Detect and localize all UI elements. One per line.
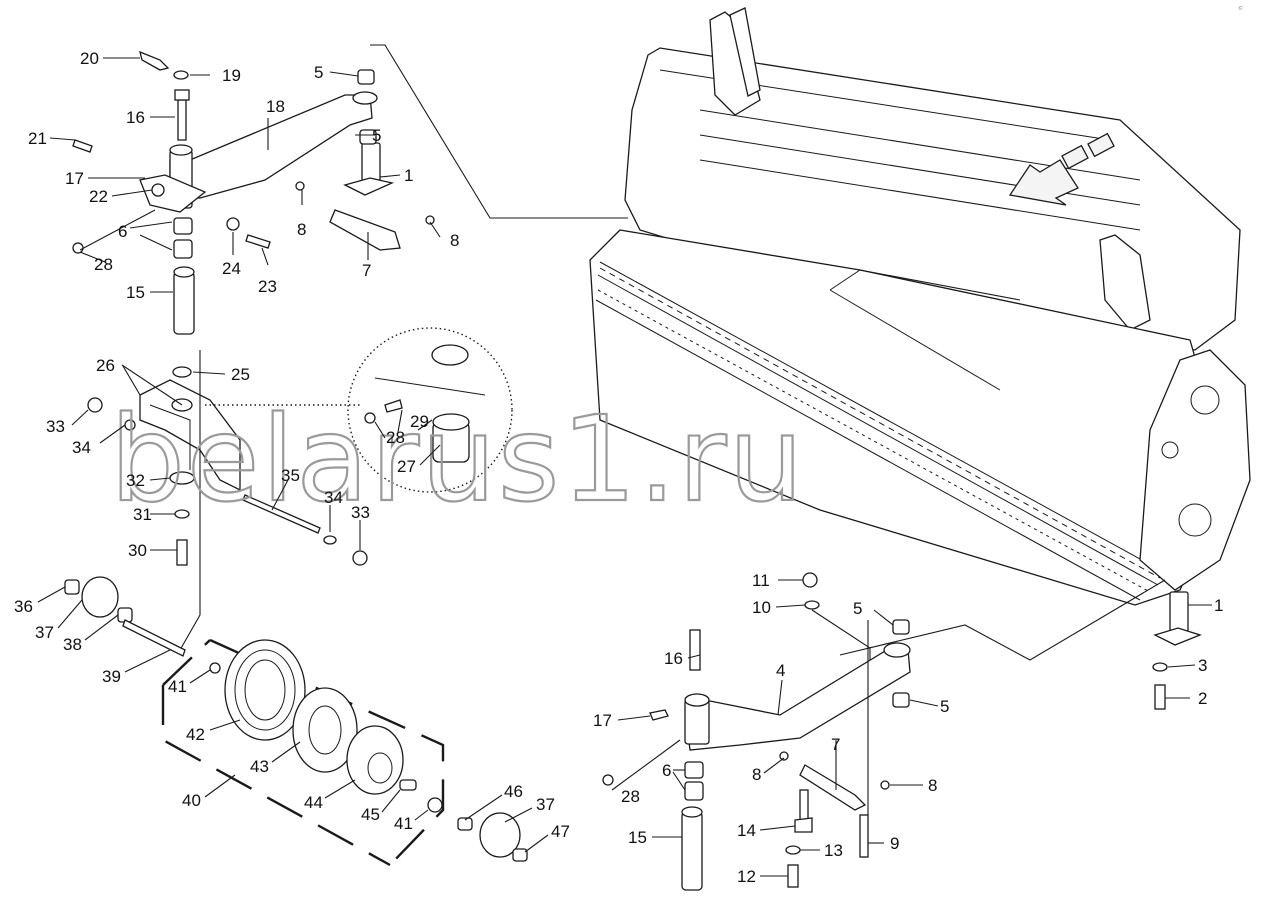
callout-32: 32 (126, 471, 145, 490)
callout-13: 13 (824, 841, 843, 860)
callout-6: 6 (662, 761, 671, 780)
callout-39: 39 (102, 667, 121, 686)
callout-16: 16 (126, 108, 145, 127)
finger-bar (595, 261, 1161, 601)
callout-19: 19 (222, 66, 241, 85)
header-assembly (370, 7, 1251, 606)
callout-33: 33 (46, 417, 65, 436)
callout-5: 5 (853, 599, 862, 618)
callout-4: 4 (776, 661, 785, 680)
callout-47: 47 (551, 822, 570, 841)
watermark-text: belarus1.ru (110, 390, 805, 528)
callout-37: 37 (35, 623, 54, 642)
callout-41: 41 (168, 677, 187, 696)
corner-mark: © (1238, 5, 1243, 12)
callout-15: 15 (628, 828, 647, 847)
callout-14: 14 (737, 821, 756, 840)
callout-40: 40 (182, 791, 201, 810)
callout-27: 27 (397, 457, 416, 476)
wheel-assembly (64, 350, 528, 867)
callout-5: 5 (314, 63, 323, 82)
callout-36: 36 (14, 597, 33, 616)
callout-31: 31 (133, 505, 152, 524)
callout-30: 30 (128, 541, 147, 560)
callout-8: 8 (928, 776, 937, 795)
callouts: 20 19 5 18 16 5 21 1 17 22 8 8 6 24 7 28… (14, 49, 1223, 886)
callout-8: 8 (297, 220, 306, 239)
callout-35: 35 (281, 466, 300, 485)
callout-37: 37 (536, 795, 555, 814)
callout-38: 38 (63, 635, 82, 654)
callout-8: 8 (450, 231, 459, 250)
callout-9: 9 (890, 834, 899, 853)
callout-18: 18 (266, 97, 285, 116)
callout-7: 7 (362, 261, 371, 280)
callout-41: 41 (394, 814, 413, 833)
callout-2: 2 (1198, 689, 1207, 708)
callout-5: 5 (372, 126, 381, 145)
callout-46: 46 (504, 782, 523, 801)
callout-42: 42 (186, 725, 205, 744)
callout-10: 10 (752, 598, 771, 617)
callout-15: 15 (126, 283, 145, 302)
callout-17: 17 (65, 169, 84, 188)
callout-12: 12 (737, 867, 756, 886)
detail-view (205, 327, 513, 493)
callout-8: 8 (752, 765, 761, 784)
callout-6: 6 (118, 222, 127, 241)
callout-21: 21 (28, 129, 47, 148)
callout-24: 24 (222, 259, 241, 278)
callout-28: 28 (94, 255, 113, 274)
callout-22: 22 (89, 187, 108, 206)
callout-17: 17 (593, 711, 612, 730)
callout-1: 1 (1214, 596, 1223, 615)
callout-1: 1 (404, 166, 413, 185)
callout-33: 33 (351, 503, 370, 522)
callout-20: 20 (80, 49, 99, 68)
callout-44: 44 (304, 793, 323, 812)
left-arm-assembly (72, 50, 435, 566)
callout-45: 45 (361, 805, 380, 824)
callout-29: 29 (410, 412, 429, 431)
callout-5: 5 (940, 697, 949, 716)
callout-34: 34 (324, 488, 343, 507)
callout-34: 34 (72, 438, 91, 457)
callout-25: 25 (231, 365, 250, 384)
leader-lines (37, 57, 549, 853)
leader-lines-right (611, 579, 1212, 877)
callout-3: 3 (1198, 656, 1207, 675)
callout-23: 23 (258, 277, 277, 296)
callout-7: 7 (831, 735, 840, 754)
callout-43: 43 (250, 757, 269, 776)
callout-28: 28 (386, 428, 405, 447)
callout-11: 11 (752, 571, 770, 590)
callout-26: 26 (96, 356, 115, 375)
callout-16: 16 (664, 649, 683, 668)
callout-28: 28 (621, 787, 640, 806)
right-arm-assembly (602, 572, 1202, 891)
